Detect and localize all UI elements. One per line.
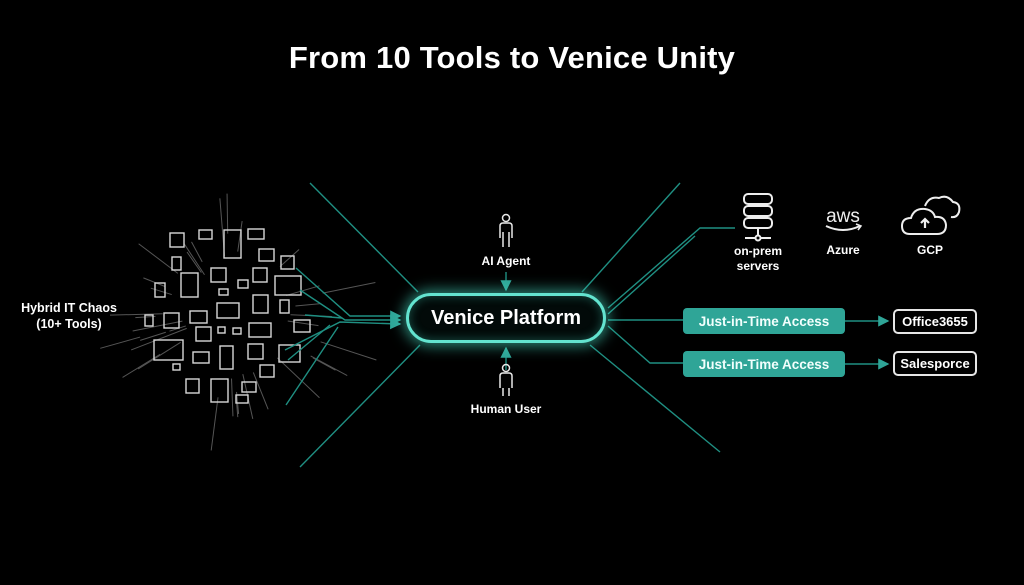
on-prem-servers-label: on-prem servers [718,244,798,274]
chaos-tool-box [216,302,240,319]
chaos-tool-box [293,319,311,333]
chaos-ray [277,357,320,399]
chaos-tool-box [163,312,180,329]
chaos-tool-box [180,272,199,298]
chaos-ray [210,397,219,451]
chaos-tool-box [169,232,185,248]
human-user-label: Human User [470,402,542,416]
cloud-upload-icon [900,195,961,235]
chaos-ray [237,221,243,252]
chaos-ray [109,313,163,316]
target-office365: Office3655 [893,309,977,334]
connector-lines [284,182,890,468]
chaos-tool-box [279,299,290,314]
chaos-tool-box [144,314,154,327]
jit-access-gate-2: Just-in-Time Access [683,351,845,377]
chaos-tool-box [185,378,200,394]
chaos-ray [295,303,321,307]
chaos-tool-box [247,228,265,240]
chaos-ray [226,193,229,234]
chaos-tool-box [258,248,275,262]
ai-agent-person-icon [499,213,513,247]
chaos-tool-box [172,363,181,371]
chaos-tool-box [171,256,182,271]
chaos-tool-box [278,344,301,363]
azure-label: Azure [826,243,860,257]
chaos-tool-box [218,288,229,296]
chaos-tool-box [219,345,234,370]
chaos-ray [137,341,181,370]
chaos-ray [279,249,300,267]
chaos-ray [287,320,319,327]
chaos-tool-box [252,267,268,283]
platform-label: Venice Platform [430,306,582,329]
chaos-tool-box [198,229,213,240]
chaos-tool-box [210,378,229,403]
chaos-ray [140,331,166,341]
chaos-tool-box [252,294,269,314]
chaos-ray [286,285,320,296]
chaos-tool-box [223,229,242,259]
chaos-ray [143,277,165,287]
chaos-tool-box [247,343,264,360]
chaos-tool-box [241,381,257,393]
chaos-ray [320,341,377,361]
chaos-ray [252,372,269,410]
chaos-tool-box [280,255,295,270]
chaos-tool-cluster [144,228,311,404]
chaos-label: Hybrid IT Chaos (10+ Tools) [14,300,124,332]
aws-logo-icon: aws [825,206,863,231]
chaos-tool-box [154,282,166,298]
chaos-ray [322,282,376,294]
chaos-tool-box [237,279,249,289]
chaos-tool-box [217,326,226,334]
chaos-tool-box [259,364,275,378]
ai-agent-label: AI Agent [481,254,531,268]
chaos-ray [150,287,172,296]
resource-label-line1: on-prem [734,244,782,258]
chaos-tool-box [210,267,227,283]
target-salesforce: Salesporce [893,351,977,376]
svg-text:aws: aws [826,206,860,227]
chaos-tool-box [192,351,210,364]
chaos-ray [191,241,203,263]
resource-label-line2: servers [736,259,780,273]
chaos-ray [186,251,202,273]
chaos-tool-box [189,310,208,324]
chaos-tool-box [274,275,302,296]
server-icon [743,193,773,242]
chaos-tool-box [232,327,242,335]
page-title: From 10 Tools to Venice Unity [288,40,736,75]
chaos-tool-box [153,339,184,361]
chaos-label-line2: (10+ Tools) [36,317,102,331]
chaos-tool-box [235,394,249,404]
venice-platform-node: Venice Platform [406,293,606,343]
chaos-ray [132,320,183,332]
jit-access-gate-1: Just-in-Time Access [683,308,845,334]
chaos-label-line1: Hybrid IT Chaos [21,301,117,315]
chaos-ray [130,327,187,351]
chaos-rays [100,193,377,451]
chaos-tool-box [195,326,212,342]
human-user-person-icon [499,363,513,396]
chaos-tool-box [248,322,272,338]
chaos-ray [183,243,205,276]
chaos-ray [100,336,141,349]
chaos-ray [231,378,234,417]
gcp-label: GCP [916,243,943,257]
